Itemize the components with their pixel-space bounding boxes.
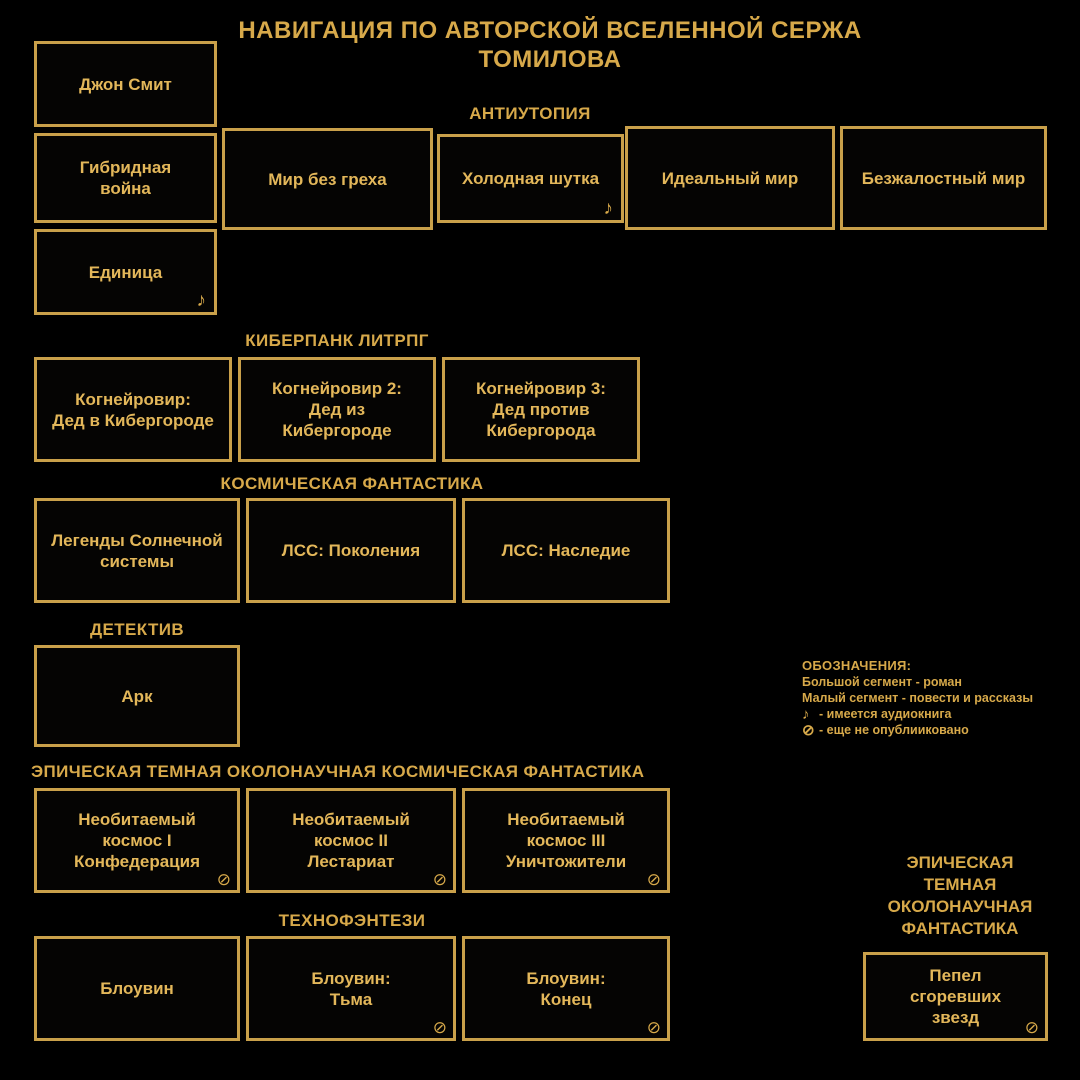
book-box-neobitaemyy-kosmos-2[interactable]: Необитаемый космос II Лестариат ⊘ xyxy=(246,788,456,893)
book-box-kogneyrovir-3[interactable]: Когнейровир 3: Дед против Кибергорода xyxy=(442,357,640,462)
book-title: Легенды Солнечной системы xyxy=(51,530,223,571)
book-box-kogneyrovir-2[interactable]: Когнейровир 2: Дед из Кибергороде xyxy=(238,357,436,462)
book-box-bezzhalostnyy-mir[interactable]: Безжалостный мир xyxy=(840,126,1047,230)
section-label-epic-dark: ЭПИЧЕСКАЯ ТЕМНАЯ ОКОЛОНАУЧНАЯ КОСМИЧЕСКА… xyxy=(31,762,645,781)
book-box-kholodnaya-shutka[interactable]: Холодная шутка ♪ xyxy=(437,134,624,223)
book-title: Арк xyxy=(121,686,153,706)
book-title: Мир без греха xyxy=(268,169,387,189)
unpublished-icon: ⊘ xyxy=(216,870,231,889)
audiobook-icon: ♪ xyxy=(802,705,810,723)
unpublished-icon: ⊘ xyxy=(646,1018,661,1037)
book-title: Безжалостный мир xyxy=(861,168,1026,188)
legend-text: - еще не опублииковано xyxy=(819,723,969,737)
book-box-neobitaemyy-kosmos-1[interactable]: Необитаемый космос I Конфедерация ⊘ xyxy=(34,788,240,893)
legend-item-large-segment: Большой сегмент - роман xyxy=(802,674,1072,690)
legend-text: Малый сегмент - повести и рассказы xyxy=(802,691,1033,705)
book-title: Блоувин xyxy=(100,979,174,998)
book-title: Когнейровир 2: Дед из Кибергороде xyxy=(272,379,402,440)
section-label-cyberpunk: КИБЕРПАНК ЛИТРПГ xyxy=(245,331,429,350)
audiobook-icon: ♪ xyxy=(603,198,614,219)
book-box-legendy-solnechnoy-sistemy[interactable]: Легенды Солнечной системы xyxy=(34,498,240,603)
book-box-blouvin[interactable]: Блоувин xyxy=(34,936,240,1041)
legend-item-unpublished: ⊘ - еще не опублииковано xyxy=(802,722,1072,738)
book-title: Необитаемый космос II Лестариат xyxy=(292,810,410,871)
book-title: Джон Смит xyxy=(79,74,172,94)
book-box-pepel-sgorevshikh-zvezd[interactable]: Пепел сгоревших звезд ⊘ xyxy=(863,952,1048,1041)
book-title: Единица xyxy=(88,262,163,282)
book-box-ark[interactable]: Арк xyxy=(34,645,240,747)
page-title: НАВИГАЦИЯ ПО АВТОРСКОЙ ВСЕЛЕННОЙ СЕРЖА Т… xyxy=(238,17,862,73)
book-box-lss-nasledie[interactable]: ЛСС: Наследие xyxy=(462,498,670,603)
audiobook-icon: ♪ xyxy=(196,290,207,311)
book-title: Гибридная война xyxy=(79,158,172,198)
section-label-epic-dark-right: ЭПИЧЕСКАЯ ТЕМНАЯ ОКОЛОНАУЧНАЯ ФАНТАСТИКА xyxy=(887,853,1033,938)
unpublished-icon: ⊘ xyxy=(432,1018,447,1037)
book-title: Необитаемый космос I Конфедерация xyxy=(73,810,201,871)
book-box-mir-bez-grekha[interactable]: Мир без греха xyxy=(222,128,433,230)
section-label-detective: ДЕТЕКТИВ xyxy=(89,620,185,639)
book-title: Пепел сгоревших звезд xyxy=(909,966,1002,1027)
book-box-lss-pokoleniya[interactable]: ЛСС: Поколения xyxy=(246,498,456,603)
book-title: ЛСС: Наследие xyxy=(501,541,631,560)
book-title: Холодная шутка xyxy=(461,169,600,188)
book-title: Блоувин: Тьма xyxy=(311,968,391,1009)
legend-item-small-segment: Малый сегмент - повести и рассказы xyxy=(802,690,1072,706)
legend-text: Большой сегмент - роман xyxy=(802,675,962,689)
book-title: Когнейровир: Дед в Кибергороде xyxy=(52,389,214,430)
book-title: Когнейровир 3: Дед против Кибергорода xyxy=(476,379,606,440)
book-title: Необитаемый космос III Уничтожители xyxy=(505,810,627,871)
section-label-antiutopia: АНТИУТОПИЯ xyxy=(469,104,591,123)
section-label-space: КОСМИЧЕСКАЯ ФАНТАСТИКА xyxy=(220,474,484,493)
book-box-blouvin-tma[interactable]: Блоувин: Тьма ⊘ xyxy=(246,936,456,1041)
book-box-kogneyrovir-1[interactable]: Когнейровир: Дед в Кибергороде xyxy=(34,357,232,462)
legend-title: ОБОЗНАЧЕНИЯ: xyxy=(802,658,912,673)
book-box-neobitaemyy-kosmos-3[interactable]: Необитаемый космос III Уничтожители ⊘ xyxy=(462,788,670,893)
book-box-dzhon-smit[interactable]: Джон Смит xyxy=(34,41,217,127)
unpublished-icon: ⊘ xyxy=(646,870,661,889)
book-box-idealnyy-mir[interactable]: Идеальный мир xyxy=(625,126,835,230)
legend-item-audiobook: ♪ - имеется аудиокнига xyxy=(802,706,1072,722)
book-box-blouvin-konets[interactable]: Блоувин: Конец ⊘ xyxy=(462,936,670,1041)
book-box-edinitsa[interactable]: Единица ♪ xyxy=(34,229,217,315)
book-title: Идеальный мир xyxy=(661,168,799,188)
legend: ОБОЗНАЧЕНИЯ: Большой сегмент - роман Мал… xyxy=(802,658,1072,738)
book-box-gibridnaya-voyna[interactable]: Гибридная война xyxy=(34,133,217,223)
section-label-technofantasy: ТЕХНОФЭНТЕЗИ xyxy=(278,911,426,930)
book-title: ЛСС: Поколения xyxy=(281,541,421,560)
unpublished-icon: ⊘ xyxy=(802,721,815,739)
book-title: Блоувин: Конец xyxy=(526,968,606,1009)
unpublished-icon: ⊘ xyxy=(432,870,447,889)
legend-text: - имеется аудиокнига xyxy=(819,707,952,721)
